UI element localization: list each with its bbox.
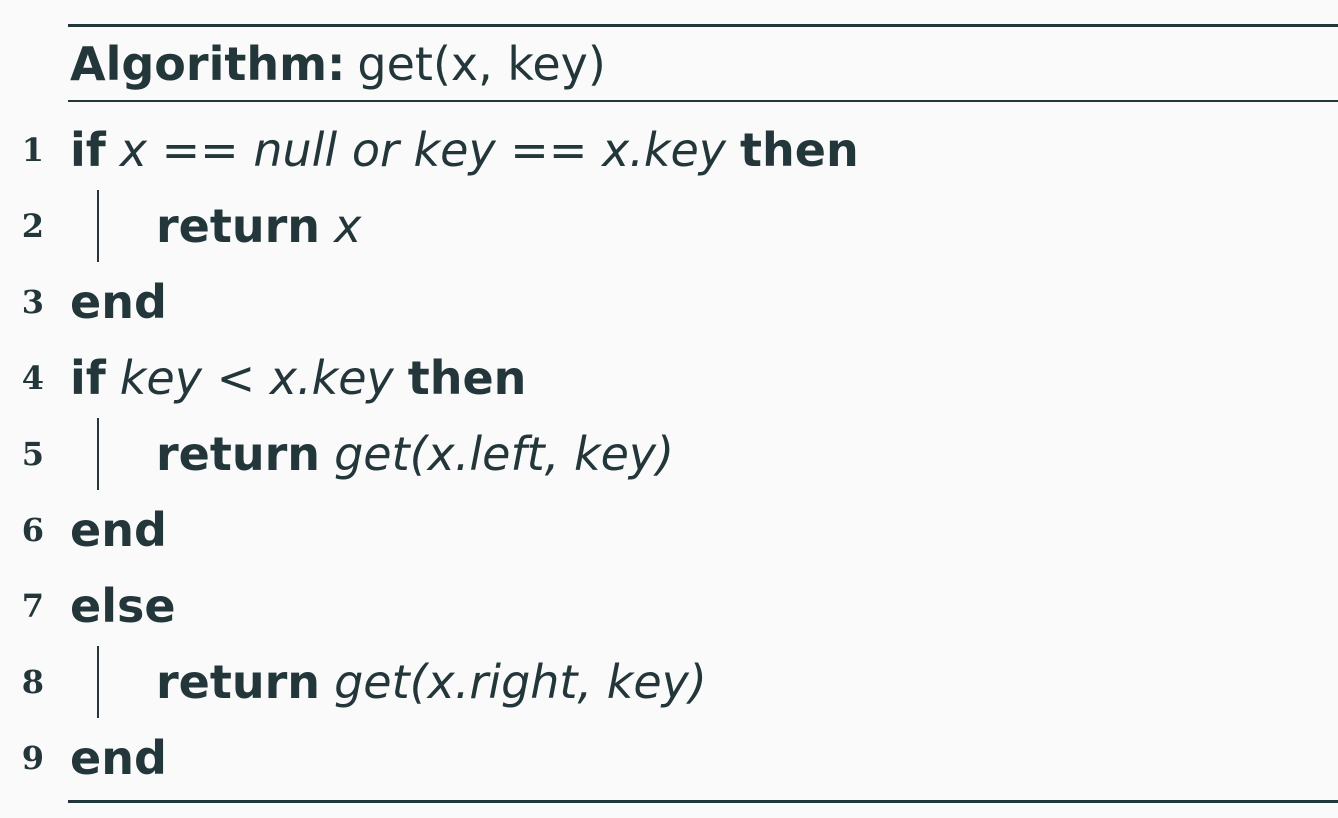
code-line-7: 7 else	[0, 568, 1338, 644]
header-rule	[68, 100, 1338, 102]
return-expression: get(x.right, key)	[334, 655, 707, 709]
bottom-rule	[68, 800, 1338, 803]
end-keyword: end	[70, 275, 167, 329]
if-keyword: if	[70, 123, 106, 177]
block-indent-bar	[97, 418, 99, 490]
return-keyword: return	[156, 199, 321, 253]
condition: key < x.key	[119, 351, 394, 405]
then-keyword: then	[407, 351, 527, 405]
code-line-3: 3 end	[0, 264, 1338, 340]
return-keyword: return	[156, 655, 321, 709]
line-number: 3	[21, 283, 44, 321]
line-number: 5	[21, 435, 44, 473]
block-indent-bar	[97, 190, 99, 262]
code-text: else	[70, 568, 176, 644]
line-number: 7	[21, 587, 44, 625]
code-text: end	[70, 492, 167, 568]
else-keyword: else	[70, 579, 176, 633]
code-text: end	[70, 264, 167, 340]
algorithm-header: Algorithm:get(x, key)	[70, 34, 606, 94]
line-number: 1	[21, 131, 44, 169]
line-number: 2	[21, 207, 44, 245]
return-expression: get(x.left, key)	[334, 427, 675, 481]
then-keyword: then	[740, 123, 859, 177]
top-rule	[68, 24, 1338, 27]
algorithm-keyword: Algorithm:	[70, 37, 346, 91]
line-number: 8	[21, 663, 44, 701]
line-number: 9	[21, 739, 44, 777]
algorithm-signature: get(x, key)	[357, 37, 606, 91]
condition: x == null or key == x.key	[119, 123, 727, 177]
line-number: 4	[21, 359, 44, 397]
code-text: end	[70, 720, 167, 796]
return-keyword: return	[156, 427, 321, 481]
code-line-9: 9 end	[0, 720, 1338, 796]
end-keyword: end	[70, 731, 167, 785]
code-line-6: 6 end	[0, 492, 1338, 568]
if-keyword: if	[70, 351, 106, 405]
line-number: 6	[21, 511, 44, 549]
block-indent-bar	[97, 646, 99, 718]
return-expression: x	[334, 199, 362, 253]
end-keyword: end	[70, 503, 167, 557]
